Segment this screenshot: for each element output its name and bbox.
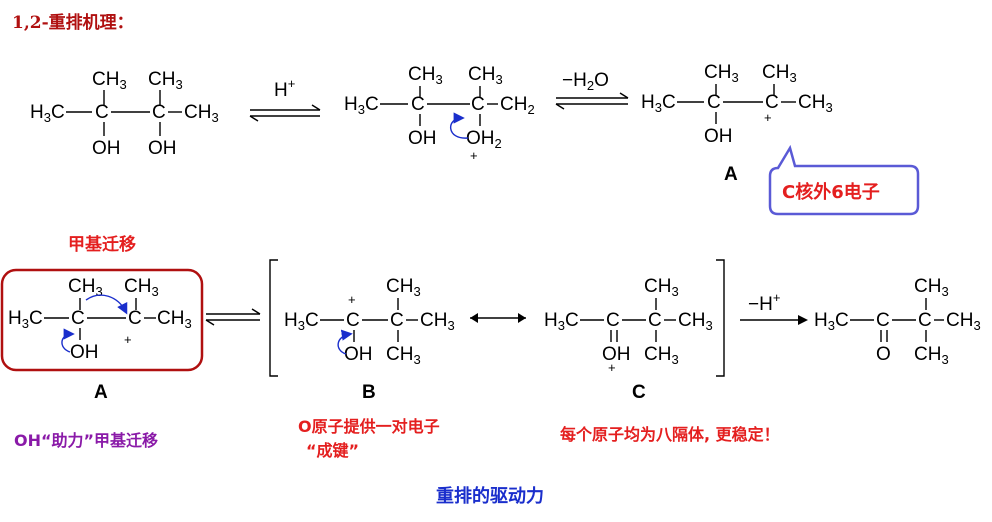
svg-text:CH3: CH3 [386,276,421,299]
svg-text:CH3: CH3 [68,276,103,299]
pinacolone-product: CH3 H3C C C CH3 O CH3 [814,276,981,367]
deprotonation-arrow [740,315,808,325]
svg-text:C: C [707,92,721,113]
equilibrium-arrow-1 [249,104,321,122]
svg-text:CH3: CH3 [386,344,421,367]
svg-text:C: C [128,308,142,329]
svg-text:CH3: CH3 [92,69,127,92]
label-c: C [632,382,646,403]
svg-text:CH2: CH2 [500,94,535,117]
svg-text:CH3: CH3 [946,310,981,333]
svg-text:CH3: CH3 [762,62,797,85]
equilibrium-arrow-2 [555,92,629,110]
svg-text:CH3: CH3 [704,62,739,85]
svg-text:CH3: CH3 [798,92,833,115]
svg-text:CH3: CH3 [148,69,183,92]
svg-text:CH3: CH3 [644,344,679,367]
svg-text:CH3: CH3 [124,276,159,299]
svg-text:OH: OH [602,344,631,365]
svg-text:C: C [918,310,932,331]
label-a-top: A [724,164,738,185]
svg-text:C核外6电子: C核外6电子 [782,181,880,203]
deprotonation-reagent: −H+ [748,290,780,315]
svg-text:CH3: CH3 [184,102,219,125]
svg-text:OH: OH [408,128,437,149]
bracket-left [269,259,278,377]
svg-text:OH2: OH2 [466,128,502,151]
svg-text:C: C [71,308,85,329]
svg-text:C: C [471,94,485,115]
svg-text:C: C [765,92,779,113]
svg-text:CH3: CH3 [914,344,949,367]
svg-text:C: C [876,310,890,331]
pinacol-molecule: CH3 CH3 H3C C C CH3 OH OH [30,69,219,159]
svg-text:C: C [411,94,425,115]
acid-reagent: H+ [274,76,295,101]
svg-text:H3C: H3C [544,310,579,333]
label-a-bottom: A [94,382,108,403]
svg-text:C: C [346,310,360,331]
svg-text:CH3: CH3 [644,276,679,299]
svg-text:+: + [124,332,132,347]
svg-text:H3C: H3C [814,310,849,333]
svg-text:OH: OH [70,342,99,363]
carbocation-a: CH3 CH3 H3C C C CH3 + OH [641,62,833,147]
svg-text:CH3: CH3 [914,276,949,299]
note-octet: 每个原子均为八隔体, 更稳定！ [560,425,780,444]
svg-text:C: C [390,310,404,331]
svg-text:C: C [648,310,662,331]
svg-text:CH3: CH3 [420,310,455,333]
svg-text:H3C: H3C [344,94,379,117]
carbocation-a-migrating: CH3 CH3 H3C C C CH3 + OH [8,276,192,363]
resonance-arrow [470,313,526,323]
svg-text:+: + [608,360,616,375]
svg-text:O: O [876,344,891,365]
svg-text:OH: OH [148,138,177,159]
svg-text:OH: OH [92,138,121,159]
svg-text:CH3: CH3 [157,308,192,331]
protonated-molecule: CH3 CH3 H3C C C CH2 OH OH2 + [344,64,535,163]
svg-text:CH3: CH3 [468,64,503,87]
note-oh-assists: OH“助力”甲基迁移 [14,431,158,450]
svg-text:OH: OH [344,344,373,365]
structure-c: CH3 H3C C C CH3 OH + CH3 [544,276,713,375]
dehydrate-reagent: −H2O [562,70,609,93]
svg-text:CH3: CH3 [408,64,443,87]
callout-box: C核外6电子 [768,144,920,216]
svg-text:OH: OH [704,126,733,147]
footer-driving-force: 重排的驱动力 [436,485,544,507]
migration-box [0,268,204,372]
structure-b: CH3 H3C C + C CH3 OH CH3 [284,276,455,367]
svg-text:H3C: H3C [30,102,65,125]
methyl-migration-label: 甲基迁移 [68,234,136,255]
svg-text:C: C [152,102,166,123]
svg-text:C: C [95,102,109,123]
label-b: B [362,382,376,403]
svg-text:H3C: H3C [641,92,676,115]
svg-text:+: + [764,110,772,125]
bracket-right [716,259,725,377]
svg-text:CH3: CH3 [678,310,713,333]
svg-text:+: + [348,292,356,307]
svg-text:H3C: H3C [8,308,43,331]
svg-text:C: C [606,310,620,331]
page-title: 1,2-重排机理： [12,12,134,33]
note-bond: “成键” [306,441,359,460]
svg-text:H3C: H3C [284,310,319,333]
equilibrium-arrow-3 [205,308,261,326]
note-o-electrons: O原子提供一对电子 [298,417,440,436]
svg-text:+: + [470,148,478,163]
